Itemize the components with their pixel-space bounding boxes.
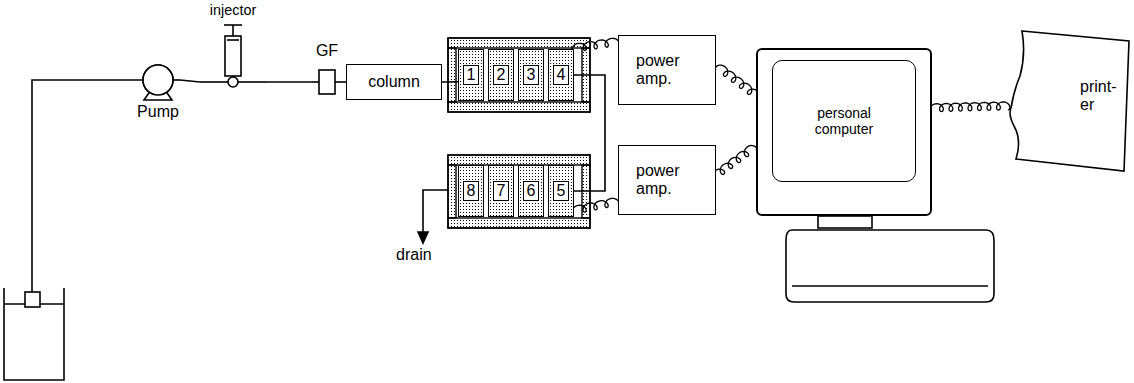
node-label: GF: [306, 42, 348, 60]
coiled-cable: [572, 38, 619, 52]
cell-housing: [448, 155, 590, 228]
cell-housing: [448, 155, 590, 165]
label-holder: GF: [306, 42, 348, 60]
paper-sheet: [1008, 28, 1132, 174]
cell-housing: [448, 48, 456, 102]
callout-number: 6: [527, 182, 536, 200]
pump-symbol: Pump: [136, 64, 180, 124]
drain-line: [423, 190, 448, 236]
amplifier-box: power amp.: [618, 145, 716, 215]
computer-base: [792, 285, 988, 287]
paper-outline: [1010, 31, 1129, 171]
monitor-screen: personal computer: [772, 60, 916, 182]
detector-cell: 8: [458, 165, 484, 217]
callout-number: 5: [557, 182, 566, 200]
computer-monitor: personal computer: [756, 48, 932, 216]
tube-line: [574, 75, 605, 191]
callout-number: 1: [467, 66, 476, 84]
free-label: drain: [396, 246, 432, 264]
callout-number: 4: [557, 66, 566, 84]
solvent-reservoir: [25, 292, 40, 307]
coiled-cable: [715, 65, 759, 100]
number-plate: 7: [493, 181, 510, 201]
tube-line: [180, 80, 200, 82]
drain-line: [418, 190, 448, 243]
syringe-line: [238, 81, 266, 83]
injector-syringe: injector: [200, 2, 266, 88]
detector-cell: 7: [488, 165, 514, 217]
label-holder: injector: [190, 2, 276, 19]
filter-box: [319, 70, 335, 94]
node-label: power amp.: [636, 162, 698, 199]
pump-circle: [143, 65, 173, 95]
number-plate: 8: [463, 181, 480, 201]
pump-circle: [143, 65, 173, 95]
callout-number: 3: [527, 66, 536, 84]
cell-housing: [448, 38, 590, 112]
coiled-cable: [572, 198, 619, 214]
callout-number: 7: [497, 182, 506, 200]
syringe-line: [200, 81, 228, 83]
node-label: power amp.: [636, 52, 698, 89]
valve-circle: [228, 77, 238, 87]
tube-line: [312, 81, 319, 83]
cell-housing: [448, 102, 590, 112]
node-label: personal computer: [794, 105, 894, 137]
cell-housing: [448, 38, 590, 48]
detector-cell: 5: [548, 165, 574, 217]
label-holder: print- er: [1080, 78, 1126, 115]
label-holder: personal computer: [794, 105, 894, 137]
label-holder: power amp.: [636, 52, 698, 89]
cell-housing: [448, 38, 590, 228]
computer-base: [786, 230, 994, 302]
label-holder: Pump: [130, 103, 186, 121]
node-label: Pump: [130, 103, 186, 121]
coiled-cable: [712, 146, 756, 181]
solvent-reservoir: [4, 288, 64, 380]
syringe-line: [227, 39, 239, 41]
pump-drawing: [136, 64, 180, 104]
tube-line: [266, 81, 312, 83]
detector-cell: 3: [518, 49, 544, 101]
detector-cell: 4: [548, 49, 574, 101]
column-box: column: [346, 64, 442, 100]
cell-housing: [448, 218, 590, 228]
amplifier-box: power amp.: [618, 35, 716, 105]
coiled-cable: [930, 102, 1010, 112]
number-plate: 6: [523, 181, 540, 201]
node-label: column: [368, 73, 420, 91]
number-plate: 2: [493, 65, 510, 85]
guard-filter: GF: [312, 40, 342, 96]
detector-cell: 1: [458, 49, 484, 101]
label-holder: power amp.: [636, 162, 698, 199]
detector-cell: 2: [488, 49, 514, 101]
solvent-reservoir: [4, 80, 143, 380]
printer-sheet: print- er: [1008, 28, 1132, 174]
callout-number: 8: [467, 182, 476, 200]
solvent-reservoir: [32, 80, 143, 292]
number-plate: 4: [553, 65, 570, 85]
callout-number: 2: [497, 66, 506, 84]
computer-base: [786, 216, 994, 302]
tube-line: [442, 81, 458, 83]
number-plate: 3: [523, 65, 540, 85]
node-label: injector: [190, 2, 276, 19]
number-plate: 5: [553, 181, 570, 201]
drain-line: [418, 232, 428, 243]
node-label: print- er: [1080, 78, 1126, 115]
syringe-barrel: [225, 36, 241, 76]
tube-line: [335, 81, 342, 83]
cell-housing: [448, 165, 456, 218]
computer-base: [818, 216, 872, 228]
number-plate: 1: [463, 65, 480, 85]
tube-line: [173, 79, 180, 81]
detector-cell: 6: [518, 165, 544, 217]
